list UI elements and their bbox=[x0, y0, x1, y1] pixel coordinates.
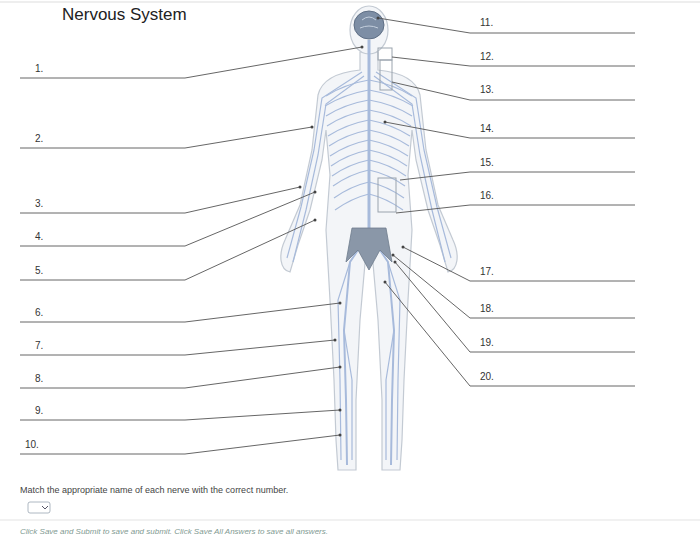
callout-number: 3. bbox=[35, 198, 43, 209]
leader-line bbox=[20, 47, 362, 78]
region-box bbox=[380, 60, 392, 90]
leader-line bbox=[385, 282, 635, 386]
leader-dot bbox=[392, 254, 395, 257]
callout-number: 10. bbox=[25, 439, 39, 450]
intercostal-nerve bbox=[329, 130, 409, 146]
pelvic-plexus bbox=[346, 228, 392, 270]
leader-line bbox=[403, 247, 635, 281]
leader-line bbox=[20, 187, 300, 213]
leader-dots bbox=[299, 17, 405, 437]
leader-line bbox=[20, 127, 312, 148]
callout-number: 20. bbox=[480, 371, 494, 382]
leader-line bbox=[400, 172, 635, 180]
brain-folds bbox=[360, 17, 378, 28]
leader-dot bbox=[314, 219, 317, 222]
arm-nerve bbox=[376, 72, 451, 258]
region-box bbox=[378, 178, 396, 212]
brain bbox=[354, 11, 384, 39]
lumbar-nerve bbox=[334, 182, 404, 198]
callout-number: 6. bbox=[35, 307, 43, 318]
nerve-lines bbox=[287, 40, 451, 465]
lumbar-nerve bbox=[335, 194, 403, 210]
arm-nerve bbox=[287, 72, 362, 258]
leader-line bbox=[20, 220, 315, 280]
leader-line bbox=[378, 18, 635, 33]
intercostal-nerve bbox=[328, 120, 410, 136]
leader-line bbox=[20, 367, 340, 388]
callout-number: 18. bbox=[480, 303, 494, 314]
leader-dot bbox=[384, 121, 387, 124]
leader-dot bbox=[402, 246, 405, 249]
leg-nerve bbox=[388, 262, 400, 460]
callout-number: 2. bbox=[35, 133, 43, 144]
callout-number: 13. bbox=[480, 84, 494, 95]
leader-line bbox=[20, 192, 315, 246]
leader-dot bbox=[394, 261, 397, 264]
leader-dot bbox=[339, 302, 342, 305]
callout-number: 17. bbox=[480, 266, 494, 277]
leg-nerve bbox=[338, 262, 350, 460]
leader-line bbox=[385, 122, 635, 138]
footer-note: Click Save and Submit to save and submit… bbox=[20, 527, 328, 536]
callout-number: 5. bbox=[35, 265, 43, 276]
leader-dot bbox=[339, 434, 342, 437]
bottom-rule bbox=[0, 520, 700, 521]
leader-dot bbox=[311, 126, 314, 129]
intercostal-nerve bbox=[325, 90, 413, 106]
intercostal-nerve bbox=[330, 140, 408, 156]
callout-number: 16. bbox=[480, 190, 494, 201]
instruction-text: Match the appropriate name of each nerve… bbox=[20, 485, 288, 495]
leader-dot bbox=[334, 339, 337, 342]
leader-lines bbox=[20, 18, 635, 454]
intercostal-nerve bbox=[326, 100, 412, 116]
dropdown-chevron bbox=[42, 506, 48, 509]
leader-dot bbox=[377, 17, 380, 20]
callout-number: 14. bbox=[480, 123, 494, 134]
callout-number: 4. bbox=[35, 231, 43, 242]
leader-line bbox=[396, 205, 635, 213]
leader-dot bbox=[299, 186, 302, 189]
leader-line bbox=[392, 57, 635, 66]
leg-nerve bbox=[386, 330, 394, 460]
callout-number: 11. bbox=[480, 17, 493, 28]
callout-number: 1. bbox=[35, 63, 43, 74]
page-title: Nervous System bbox=[62, 5, 187, 25]
intercostal-nerve bbox=[332, 160, 406, 176]
callout-number: 19. bbox=[480, 337, 494, 348]
intercostal-nerve bbox=[326, 80, 412, 96]
leader-line bbox=[392, 82, 635, 100]
intercostal-nerve bbox=[327, 110, 411, 126]
leg-nerve bbox=[344, 330, 352, 460]
leader-dot bbox=[339, 366, 342, 369]
leader-line bbox=[20, 303, 340, 322]
answer-dropdown bbox=[28, 502, 50, 513]
callout-number: 8. bbox=[35, 373, 43, 384]
leader-dot bbox=[384, 281, 387, 284]
intercostal-nerve bbox=[331, 150, 407, 166]
callout-number: 7. bbox=[35, 340, 43, 351]
region-box bbox=[378, 48, 392, 60]
leader-dot bbox=[361, 46, 364, 49]
leader-line bbox=[393, 255, 635, 318]
leader-dot bbox=[339, 409, 342, 412]
callout-number: 12. bbox=[480, 51, 494, 62]
leader-dot bbox=[314, 191, 317, 194]
leader-line bbox=[20, 435, 340, 454]
callout-number: 9. bbox=[35, 405, 43, 416]
leader-line bbox=[20, 340, 335, 355]
leader-line bbox=[20, 410, 340, 420]
callout-number: 15. bbox=[480, 157, 494, 168]
top-rule bbox=[0, 2, 700, 3]
